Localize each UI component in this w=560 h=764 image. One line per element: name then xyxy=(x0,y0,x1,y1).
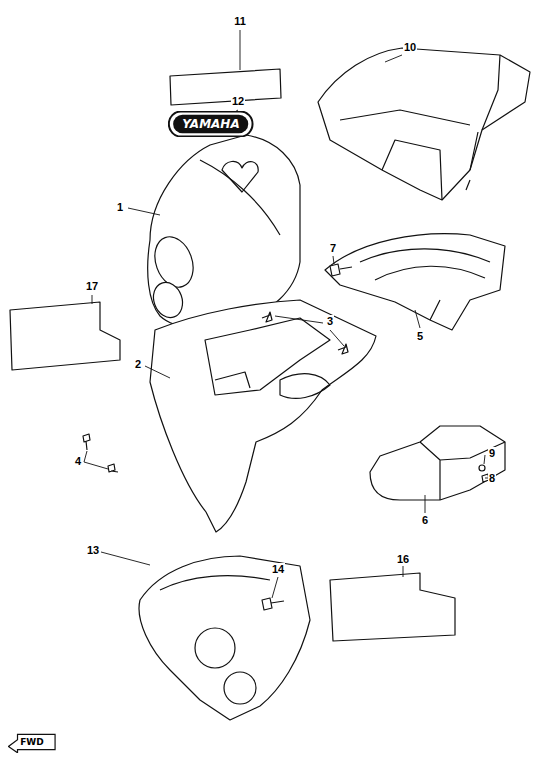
cover-contour xyxy=(200,160,280,235)
inner-cover xyxy=(325,234,505,330)
callout-number: 11 xyxy=(233,15,247,28)
callout-number: 10 xyxy=(403,41,417,54)
callout-number: 14 xyxy=(271,563,285,576)
callout-number: 5 xyxy=(416,330,424,343)
forward-arrow: FWD xyxy=(8,731,56,753)
front-panel-detail xyxy=(205,318,330,398)
callout-number: 16 xyxy=(396,553,410,566)
callout-number: 1 xyxy=(116,201,124,214)
headlight-opening xyxy=(148,231,200,292)
arrow-text: FWD xyxy=(20,737,44,747)
opening xyxy=(224,672,256,704)
decal-11 xyxy=(170,69,281,105)
inner-panel-detail xyxy=(340,55,500,200)
brand-text: YAMAHA xyxy=(182,117,239,131)
headlight-opening xyxy=(149,278,188,321)
inner-panel xyxy=(318,48,530,200)
bolt xyxy=(330,264,352,276)
fender-contour xyxy=(160,576,270,590)
callout-number: 8 xyxy=(488,472,496,485)
bolt xyxy=(262,598,284,610)
washer xyxy=(479,465,485,471)
callout-number: 3 xyxy=(326,315,334,328)
callout-number: 7 xyxy=(329,242,337,255)
brand-emblem: YAMAHA xyxy=(168,111,253,137)
leader-lines xyxy=(84,30,489,598)
front-panel xyxy=(150,300,376,532)
callout-number: 6 xyxy=(421,514,429,527)
callout-number: 9 xyxy=(488,447,496,460)
inner-cover-ribs xyxy=(360,249,490,320)
decal-17 xyxy=(10,302,120,370)
emblem-ground xyxy=(173,115,248,134)
callout-number: 2 xyxy=(134,358,142,371)
front-fender-cover xyxy=(139,556,310,720)
callout-number: 4 xyxy=(74,455,82,468)
opening xyxy=(195,628,235,668)
screw xyxy=(83,434,118,472)
front-cover xyxy=(148,135,300,328)
lower-cover-detail xyxy=(420,442,505,500)
decal-16 xyxy=(330,573,455,641)
lower-cover xyxy=(370,426,505,500)
callout-number: 13 xyxy=(86,544,100,557)
callout-number: 17 xyxy=(85,280,99,293)
screw xyxy=(262,312,348,354)
callout-number: 12 xyxy=(231,95,245,108)
